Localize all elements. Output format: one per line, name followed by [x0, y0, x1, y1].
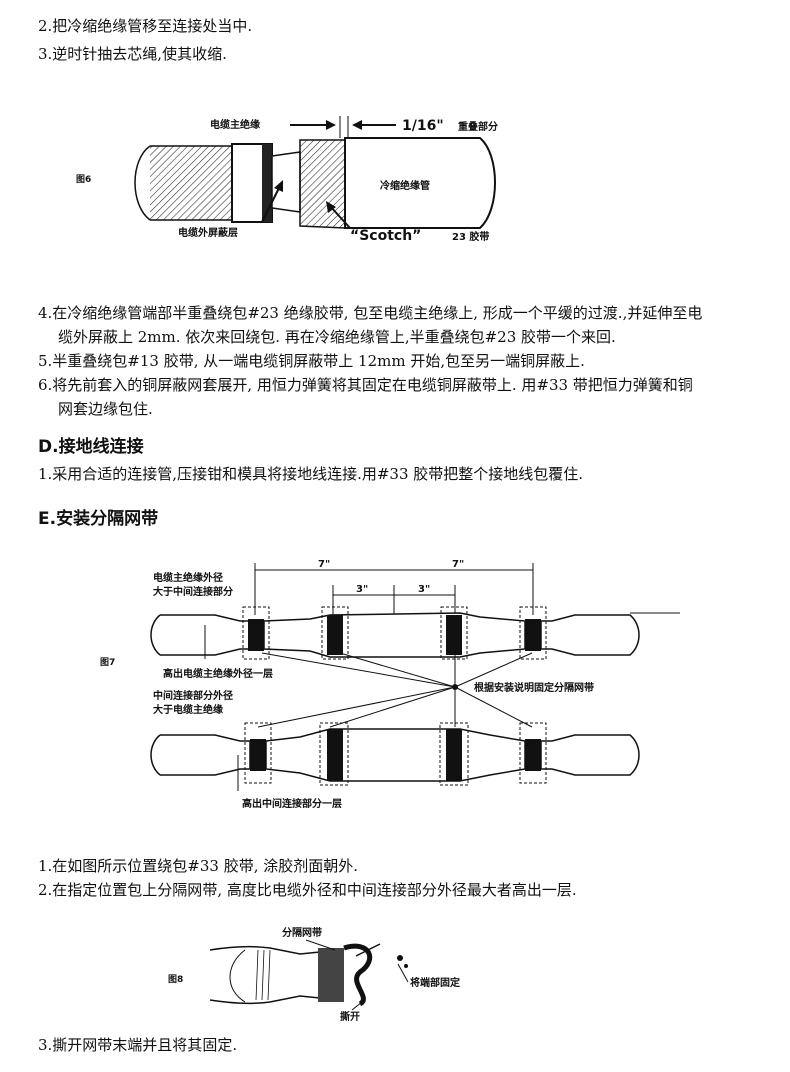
figure-7-case-2-line-2: 大于电缆主绝缘 — [153, 703, 223, 716]
figure-7-center-label: 根据安装说明固定分隔网带 — [474, 681, 594, 694]
figure-7-dim-7-left: 7" — [318, 559, 330, 570]
figure-7-raise-1-label: 高出电缆主绝缘外径一层 — [163, 667, 273, 680]
figure-6-overlap-size: 1/16" — [402, 118, 444, 134]
figure-8-mesh-label: 分隔网带 — [282, 926, 322, 939]
step-6-line-1: 6.将先前套入的铜屏蔽网套展开, 用恒力弹簧将其固定在电缆铜屏蔽带上. 用#33… — [38, 376, 693, 394]
figure-6: 图6 冷缩绝缘管 电缆主绝缘 1/16" 重叠部分 电缆外屏蔽层 “Scotch… — [76, 116, 498, 244]
figure-7-case-1-line-2: 大于中间连接部分 — [153, 585, 233, 598]
figure-6-tape-label: 23 胶带 — [452, 230, 489, 243]
figure-8-tear-label: 撕开 — [340, 1010, 360, 1023]
figure-7-dim-3-left: 3" — [356, 584, 368, 595]
step-6-line-2: 网套边缘包住. — [58, 400, 153, 418]
figure-8-fix-label: 将端部固定 — [410, 976, 460, 989]
figure-6-main-insulation-label: 电缆主绝缘 — [210, 118, 260, 131]
figure-7-raise-2-label: 高出中间连接部分一层 — [242, 797, 342, 810]
figure-6-outer-shield-label: 电缆外屏蔽层 — [178, 226, 238, 239]
figure-6-label: 图6 — [76, 174, 91, 185]
section-d-step-1: 1.采用合适的连接管,压接钳和模具将接地线连接.用#33 胶带把整个接地线包覆住… — [38, 465, 584, 483]
figure-8-label: 图8 — [168, 974, 183, 985]
figure-7-label: 图7 — [100, 657, 115, 668]
figure-8: 图8 分隔网带 将端部固定 撕开 — [168, 926, 460, 1023]
step-5-text: 5.半重叠绕包#13 胶带, 从一端电缆铜屏蔽带上 12mm 开始,包至另一端铜… — [38, 352, 585, 370]
section-e-step-2: 2.在指定位置包上分隔网带, 高度比电缆外径和中间连接部分外径最大者高出一层. — [38, 881, 577, 899]
figure-7-case-1-line-1: 电缆主绝缘外径 — [153, 571, 223, 584]
step-4-line-2: 缆外屏蔽上 2mm. 依次来回绕包. 再在冷缩绝缘管上,半重叠绕包#23 胶带一… — [58, 328, 616, 346]
figure-6-scotch-label: “Scotch” — [350, 228, 421, 244]
section-d-title: D.接地线连接 — [38, 437, 144, 457]
figure-6-overlap-label: 重叠部分 — [458, 120, 498, 133]
step-3-text: 3.逆时针抽去芯绳,使其收缩. — [38, 45, 227, 63]
figure-7: 图7 7" 7" 3" 3" 电缆主绝缘外径 大于中间连接部分 高出电缆主绝缘外… — [100, 559, 680, 810]
figure-7-dim-3-right: 3" — [418, 584, 430, 595]
step-4-line-1: 4.在冷缩绝缘管端部半重叠绕包#23 绝缘胶带, 包至电缆主绝缘上, 形成一个平… — [38, 304, 703, 322]
figure-6-tube-label: 冷缩绝缘管 — [380, 179, 430, 192]
step-2-text: 2.把冷缩绝缘管移至连接处当中. — [38, 17, 253, 35]
section-e-step-1: 1.在如图所示位置绕包#33 胶带, 涂胶剂面朝外. — [38, 857, 359, 875]
figure-7-dim-7-right: 7" — [452, 559, 464, 570]
figure-7-case-2-line-1: 中间连接部分外径 — [153, 689, 233, 702]
section-e-title: E.安装分隔网带 — [38, 509, 159, 529]
final-step-3: 3.撕开网带末端并且将其固定. — [38, 1036, 238, 1054]
